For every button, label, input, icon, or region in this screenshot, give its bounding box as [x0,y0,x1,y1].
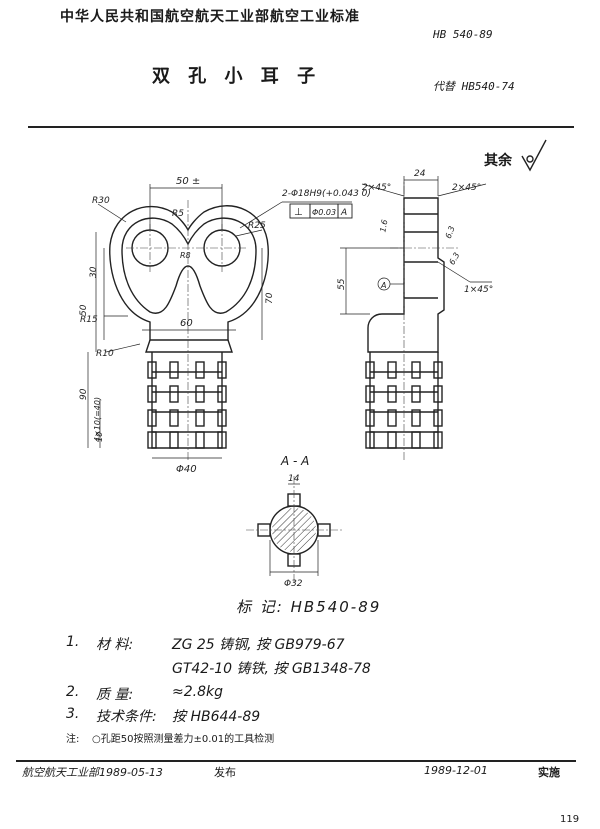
organization-title: 中华人民共和国航空航天工业部航空工业标准 [60,9,360,25]
roughness-symbol [521,139,547,172]
dim-r30: R30 [92,196,110,206]
footer-effective-date: 1989-12-01 [424,764,488,777]
dim-r15: R15 [80,315,98,325]
bottom-rule [16,760,576,762]
dim-pitch: 4×10(=40) [93,397,102,442]
dim-30: 30 [89,266,99,278]
dim-50-tol: 50 ± [176,176,200,187]
item-2-value: ≈2.8kg [172,684,223,700]
roughness-c: 6.3 [447,251,461,267]
item-2-num: 2. [66,684,80,700]
gdt-value: Φ0.03 [312,208,336,217]
dim-55: 55 [337,278,347,290]
section-label: A - A [281,454,310,468]
dim-chamfer-left: 2×45° [362,183,391,193]
threaded-shank [151,352,223,449]
ear-inner-outline [121,217,257,314]
side-view-outline [367,197,445,353]
item-1-value: ZG 25 铸钢, 按 GB979-67 [172,637,345,653]
standard-code: HB 540-89 [433,28,493,41]
dim-phi32: Φ32 [284,579,303,589]
item-3-value: 按 HB644-89 [172,709,261,725]
roughness-a: 1.6 [378,219,389,233]
dim-90: 90 [79,388,89,400]
item-1b-value: GT42-10 铸铁, 按 GB1348-78 [172,661,371,677]
part-title: 双 孔 小 耳 子 [152,66,322,87]
mark-line: 标 记: HB540-89 [236,598,382,616]
footer-effective: 实施 [538,766,560,779]
note-text: ○孔距50按照测量差力±0.01的工具检测 [92,734,275,745]
page-number: 119 [560,814,580,825]
dim-chamfer-right: 2×45° [452,183,481,193]
datum-a: A [380,281,386,290]
note-label: 注: [66,734,80,745]
item-2-label: 质 量: [96,687,134,703]
replaces-note: 代替 HB540-74 [433,80,515,93]
dim-r25: R25 [248,221,266,231]
hole-spec: 2-Φ18H9(+0.043 0) [282,189,371,199]
dim-70: 70 [265,292,275,304]
dim-24: 24 [414,169,426,179]
dim-50: 50 [79,304,89,316]
item-3-num: 3. [66,706,80,722]
item-1-label: 材 料: [96,637,134,653]
item-1-num: 1. [66,634,80,650]
top-rule [28,126,574,128]
dim-r10: R10 [96,349,114,359]
footer-issued: 发布 [214,766,236,779]
dim-1x45: 1×45° [464,285,493,295]
roughness-b: 6.3 [444,225,457,240]
item-3-label: 技术条件: [96,709,157,725]
dim-60: 60 [180,318,193,329]
roughness-note: 其余 [484,153,512,169]
dim-phi40: Φ40 [176,464,197,475]
neck [145,339,233,353]
gdt-datum: A [340,208,347,218]
dim-r5: R5 [172,209,184,219]
footer-issuer: 航空航天工业部1989-05-13 [22,766,163,779]
dim-r8: R8 [180,251,191,260]
dim-10: 10 [95,432,104,442]
gdt-symbol: ⊥ [294,207,303,218]
dim-14: 14 [288,474,300,484]
